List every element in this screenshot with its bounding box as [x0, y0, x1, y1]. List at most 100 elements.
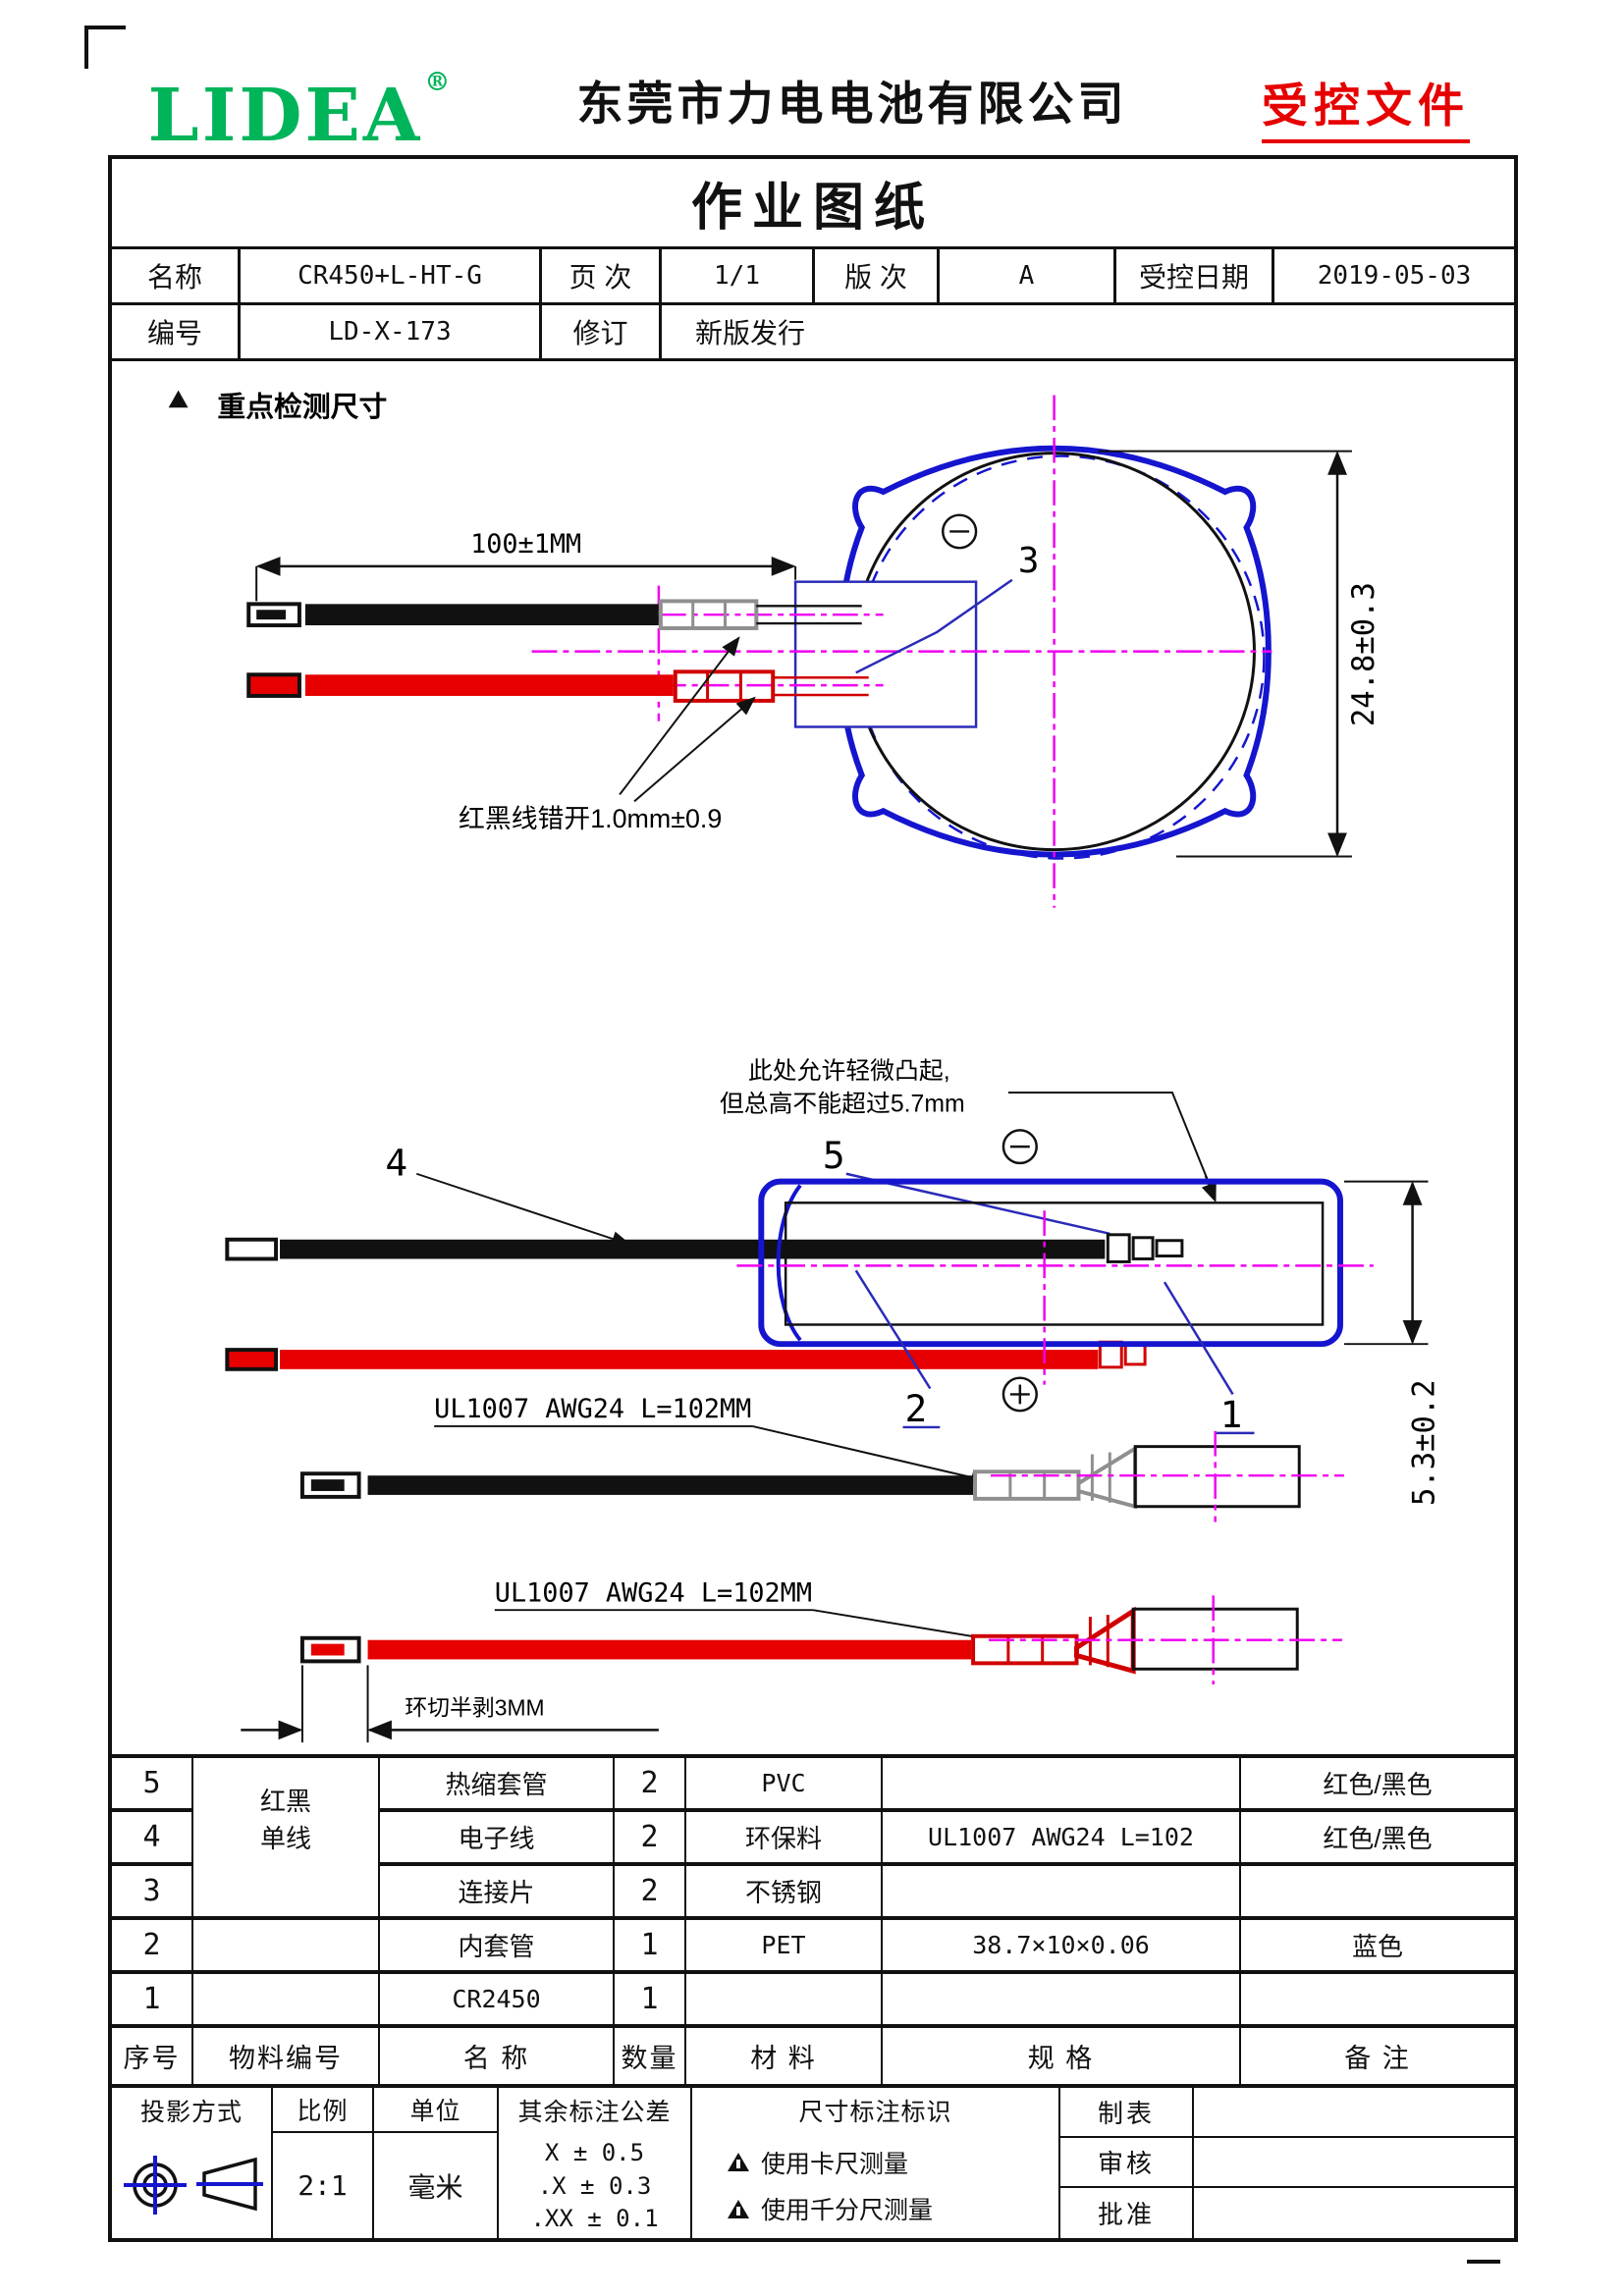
- bom-row3-no: 3: [112, 1866, 193, 1920]
- reviewer-signature: [1194, 2138, 1514, 2188]
- bom-group-label-line1: 红黑: [259, 1787, 311, 1816]
- key-inspection-label: 重点检测尺寸: [217, 391, 387, 423]
- control-date-value: 2019-05-03: [1317, 261, 1472, 291]
- revision-label: 版 次: [815, 249, 940, 302]
- page-value: 1/1: [662, 249, 815, 302]
- bom-row5-remark: 红色/黑色: [1241, 1758, 1514, 1812]
- scale-label: 比例: [273, 2088, 372, 2133]
- bom-row1-remark: [1241, 1974, 1514, 2028]
- bom-row3-material: 不锈钢: [686, 1866, 883, 1920]
- unit-label: 单位: [374, 2088, 497, 2133]
- projection-label: 投影方式: [139, 2099, 243, 2126]
- callout-5-text: 5: [823, 1134, 845, 1177]
- black-wire-top: [246, 599, 862, 630]
- callout-3-text: 3: [1018, 541, 1040, 581]
- bom-row5-material: PVC: [686, 1758, 883, 1812]
- diameter-dimension: 24.8±0.3: [1098, 450, 1381, 858]
- revise-label: 修订: [542, 305, 662, 358]
- page-label: 页 次: [542, 249, 662, 302]
- bom-row3-spec: [883, 1866, 1241, 1920]
- bom-row4-material: 环保料: [686, 1812, 883, 1866]
- bom-row2-no: 2: [112, 1920, 193, 1974]
- bom-row2-spec: 38.7×10×0.06: [883, 1920, 1241, 1974]
- wire-detail-view: UL1007 AWG24 L=102MM: [241, 1394, 1344, 1743]
- callout-1: 1: [1163, 1281, 1255, 1436]
- dimension-mark-lines: 使用卡尺测量 使用千分尺测量: [692, 2133, 1058, 2238]
- code-label: 编号: [112, 305, 241, 358]
- unit-value: 毫米: [407, 2171, 463, 2203]
- tolerance-lines: X ± 0.5 .X ± 0.3 .XX ± 0.1: [499, 2133, 690, 2238]
- name-value: CR450+L-HT-G: [241, 249, 542, 302]
- bom-header-no: 序号: [112, 2028, 193, 2084]
- bom-row2-qty: 1: [615, 1920, 686, 1974]
- bulge-note: 此处允许轻微凸起, 但总高不能超过5.7mm: [720, 1057, 1217, 1203]
- brand-logo: LIDEA®: [108, 70, 491, 153]
- scale-value: 2:1: [298, 2169, 348, 2202]
- callout-4: 4: [385, 1142, 631, 1247]
- strip-note-text: 环切半剥3MM: [405, 1695, 544, 1721]
- bom-row3-remark: [1241, 1866, 1514, 1920]
- signature-label-column: 制表 审核 批准: [1060, 2088, 1194, 2238]
- bom-row4-qty: 2: [615, 1812, 686, 1866]
- sheet-title: 作业图纸: [112, 159, 1514, 249]
- unit-column: 单位 毫米: [374, 2088, 499, 2238]
- callout-2-text: 2: [904, 1387, 927, 1430]
- micrometer-mark-text: 使用千分尺测量: [761, 2197, 934, 2225]
- caliper-mark-line: 使用卡尺测量: [728, 2145, 1058, 2180]
- bom-row2-name: 内套管: [380, 1920, 615, 1974]
- bom-group-label-line2: 单线: [259, 1823, 311, 1853]
- technical-drawing: 重点检测尺寸: [168, 390, 1441, 1743]
- connection-tab-rect: [793, 580, 978, 728]
- callout-4-text: 4: [385, 1142, 407, 1185]
- negative-terminal-icon: [942, 513, 978, 550]
- bom-row2-remark: 蓝色: [1241, 1920, 1514, 1974]
- tabulator-label: 制表: [1060, 2088, 1192, 2138]
- bom-row5-name: 热缩套管: [380, 1758, 615, 1812]
- approver-label: 批准: [1097, 2200, 1155, 2229]
- red-wire-side: [225, 1340, 1147, 1371]
- dimension-mark-label: 尺寸标注标识: [798, 2099, 952, 2126]
- black-wire-detail: [299, 1430, 1344, 1522]
- approver-signature: [1194, 2188, 1514, 2238]
- positive-terminal-icon-side: [1001, 1376, 1038, 1413]
- red-wire-label-group: UL1007 AWG24 L=102MM: [494, 1577, 1044, 1653]
- footer-block: 投影方式 比例 2:1 单位 毫米 其余标注公差 X: [112, 2088, 1514, 2238]
- code-value: LD-X-173: [241, 305, 542, 358]
- tolerance-label: 其余标注公差: [517, 2099, 672, 2126]
- bom-row4-name: 电子线: [380, 1812, 615, 1866]
- projection-column: 投影方式: [112, 2088, 273, 2238]
- bom-row4-spec: UL1007 AWG24 L=102: [883, 1812, 1241, 1866]
- registered-trademark-icon: ®: [424, 67, 454, 97]
- bom-row1-name: CR2450: [380, 1974, 615, 2028]
- signature-value-column: [1194, 2088, 1514, 2238]
- diameter-dimension-text: 24.8±0.3: [1347, 582, 1381, 726]
- sheet-bottom-mark: [1467, 2260, 1500, 2264]
- scale-column: 比例 2:1: [273, 2088, 374, 2238]
- bom-row2-code: [193, 1920, 380, 1974]
- dimension-mark-column: 尺寸标注标识 使用卡尺测量 使用千分尺测量: [692, 2088, 1060, 2238]
- callout-3: 3: [855, 541, 1040, 674]
- shrink-wrap-outline-side: [758, 1178, 1343, 1348]
- bom-header-code: 物料编号: [193, 2028, 380, 2084]
- bulge-note-line1: 此处允许轻微凸起,: [748, 1057, 950, 1085]
- bom-header-name: 名 称: [380, 2028, 615, 2084]
- red-wire-label: UL1007 AWG24 L=102MM: [495, 1577, 812, 1608]
- key-inspection-note: 重点检测尺寸: [168, 390, 387, 423]
- battery-side-view: 此处允许轻微凸起, 但总高不能超过5.7mm 4 5: [225, 1057, 1441, 1506]
- wire-offset-note: 红黑线错开1.0mm±0.9: [459, 636, 756, 833]
- bom-row5-no: 5: [112, 1758, 193, 1812]
- centerlines-side-view: [736, 1210, 1374, 1385]
- reviewer-label: 审核: [1060, 2138, 1192, 2188]
- title-block-row1: 名称 CR450+L-HT-G 页 次 1/1 版 次 A 受控日期 2019-…: [112, 249, 1514, 305]
- tolerance-line-1: X ± 0.5: [544, 2138, 645, 2166]
- control-date-label: 受控日期: [1116, 249, 1274, 302]
- caliper-triangle-icon: [728, 2153, 749, 2172]
- bom-row4-remark: 红色/黑色: [1241, 1812, 1514, 1866]
- bom-row1-code: [193, 1974, 380, 2028]
- caliper-mark-text: 使用卡尺测量: [761, 2150, 909, 2178]
- controlled-document-stamp: 受控文件: [1214, 68, 1518, 151]
- height-dimension-text: 5.3±0.2: [1407, 1379, 1441, 1506]
- tabulator-signature: [1194, 2088, 1514, 2138]
- red-wire-detail: [299, 1595, 1342, 1685]
- battery-body-rect: [784, 1201, 1325, 1326]
